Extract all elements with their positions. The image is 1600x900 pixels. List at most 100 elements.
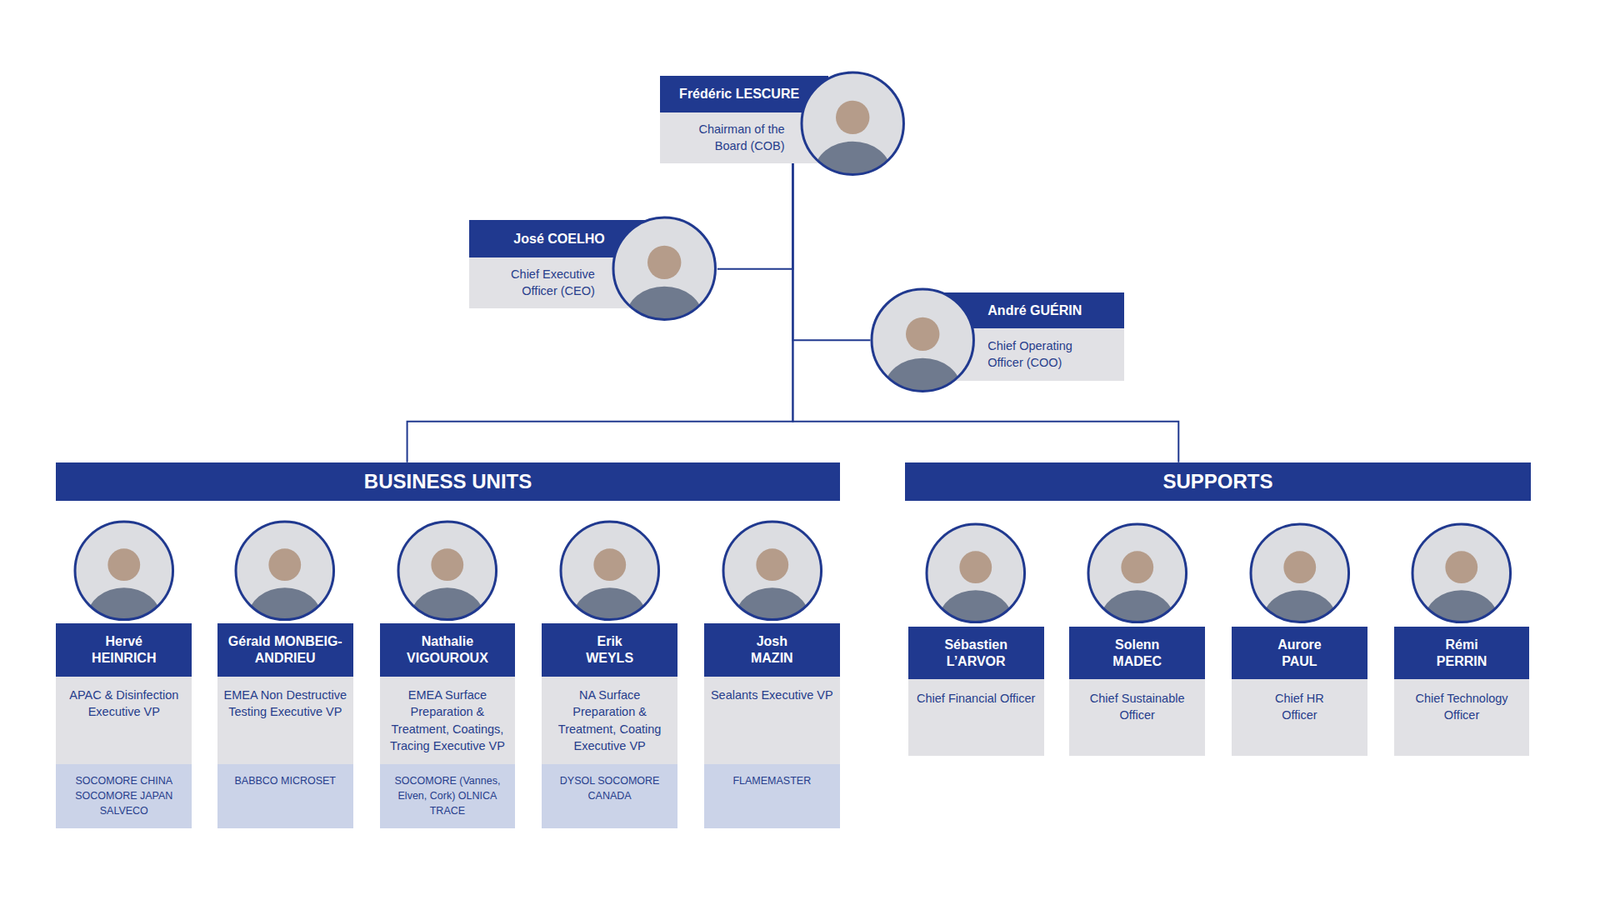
name-box: Sébastien L’ARVOR — [908, 626, 1045, 680]
portrait-ring — [1088, 524, 1187, 623]
section-title: SUPPORTS — [1162, 470, 1273, 495]
person-name: Frédéric LESCURE — [679, 85, 800, 103]
title-box: NA Surface Preparation & Treatment, Coat… — [541, 676, 678, 765]
person-name: Nathalie VIGOUROUX — [406, 633, 489, 667]
company-box: BABBCO MICROSET — [217, 764, 354, 829]
job-title: Chief Financial Officer — [916, 690, 1035, 707]
portrait — [233, 519, 337, 623]
head — [1120, 551, 1154, 585]
title-box: Chief Financial Officer — [908, 679, 1045, 756]
company-box: SOCOMORE (Vannes, Elven, Cork) OLNICA TR… — [380, 764, 516, 829]
job-title: EMEA Surface Preparation & Treatment, Co… — [385, 686, 510, 755]
company-list: SOCOMORE (Vannes, Elven, Cork) OLNICA TR… — [383, 773, 511, 819]
head — [905, 316, 940, 350]
portrait-ring — [1412, 524, 1511, 623]
shoulders — [735, 587, 809, 647]
head — [755, 548, 789, 581]
job-title: Chairman of the Board (COB) — [685, 120, 785, 155]
section-band: BUSINESS UNITS — [55, 462, 840, 502]
portrait-ring — [1250, 524, 1350, 623]
job-title: Sealants Executive VP — [710, 686, 834, 704]
person-card: Nathalie VIGOUROUX EMEA Surface Preparati… — [380, 521, 516, 830]
person-name: Gérald MONBEIG-ANDRIEU — [222, 633, 348, 667]
title-box: EMEA Surface Preparation & Treatment, Co… — [380, 676, 516, 765]
head — [1445, 551, 1479, 585]
name-box: Frédéric LESCURE — [660, 75, 829, 113]
job-title: EMEA Non Destructive Testing Executive V… — [223, 686, 347, 721]
person-card: Hervé HEINRICHAPAC & Disinfection Execut… — [55, 521, 192, 830]
portrait-ring — [235, 521, 335, 620]
band-box: SUPPORTS — [905, 462, 1531, 502]
person-card: Erik WEYLS NA Surface Preparation & Treat… — [541, 521, 678, 830]
section-band: SUPPORTS — [905, 462, 1531, 502]
name-box: Gérald MONBEIG-ANDRIEU — [217, 623, 354, 677]
person-name: Sébastien L’ARVOR — [944, 636, 1008, 670]
company-list: BABBCO MICROSET — [234, 773, 336, 789]
person-name: Hervé HEINRICH — [91, 633, 156, 667]
job-title: Chief Sustainable Officer — [1075, 690, 1200, 725]
shoulders — [1425, 590, 1499, 650]
portrait — [1248, 521, 1352, 625]
silhouette — [735, 548, 809, 647]
portrait-ring — [613, 217, 715, 320]
shoulders — [87, 587, 161, 647]
company-box: DYSOL SOCOMORE CANADA — [541, 764, 678, 829]
portrait-ring — [560, 521, 660, 620]
person-card: André GUÉRIN Chief Operating Officer (COO… — [870, 287, 1125, 393]
connector-line — [717, 163, 794, 270]
silhouette — [1425, 551, 1499, 650]
job-title: Chief Operating Officer (COO) — [987, 337, 1094, 372]
silhouette — [248, 548, 322, 647]
head — [593, 548, 626, 581]
person-name: Josh MAZIN — [750, 633, 794, 667]
person-card: José COELHOChief Executive Officer (CEO) — [469, 216, 718, 322]
head — [960, 551, 993, 585]
shoulders — [1262, 590, 1336, 650]
shoulders — [410, 587, 485, 647]
connector-line — [407, 163, 794, 463]
connector-line — [792, 163, 870, 340]
name-box: Aurore PAUL — [1231, 626, 1368, 680]
name-box: Erik WEYLS — [541, 623, 678, 677]
title-box: Chief Sustainable Officer — [1069, 679, 1205, 756]
job-title: Chief Technology Officer — [1400, 690, 1524, 725]
person-card: Josh MAZIN Sealants Executive VP FLAMEMAST… — [704, 521, 840, 830]
person-card: Aurore PAUL Chief HR Officer — [1231, 524, 1368, 756]
portrait — [72, 519, 176, 623]
shoulders — [884, 357, 961, 419]
person-card: Solenn MADECChief Sustainable Officer — [1069, 524, 1205, 756]
company-box: SOCOMORE CHINA SOCOMORE JAPAN SALVECO — [55, 764, 192, 829]
silhouette — [410, 548, 485, 647]
name-box: Rémi PERRIN — [1394, 626, 1530, 680]
title-box: Chief Technology Officer — [1394, 679, 1530, 756]
company-list: DYSOL SOCOMORE CANADA — [545, 773, 674, 804]
name-box: Hervé HEINRICH — [55, 623, 192, 677]
person-name: Erik WEYLS — [585, 633, 634, 667]
silhouette — [1100, 551, 1175, 650]
person-name: André GUÉRIN — [987, 302, 1082, 320]
person-name: José COELHO — [513, 230, 605, 248]
portrait — [720, 519, 825, 623]
company-list: FLAMEMASTER — [732, 773, 811, 789]
job-title: NA Surface Preparation & Treatment, Coat… — [548, 686, 672, 755]
job-title: Chief HR Officer — [1260, 690, 1340, 725]
portrait-ring — [75, 521, 174, 620]
title-box: EMEA Non Destructive Testing Executive V… — [217, 676, 354, 765]
portrait — [869, 286, 976, 394]
head — [431, 548, 465, 581]
silhouette — [1262, 551, 1336, 650]
portrait-ring — [398, 521, 497, 620]
company-list: SOCOMORE CHINA SOCOMORE JAPAN SALVECO — [60, 773, 188, 819]
person-card: Rémi PERRIN Chief Technology Officer — [1394, 524, 1530, 756]
portrait-ring — [871, 289, 974, 391]
portrait — [799, 70, 906, 177]
portrait — [924, 521, 1028, 625]
portrait — [395, 519, 500, 623]
connector-line — [792, 163, 1179, 463]
head — [647, 245, 681, 279]
silhouette — [625, 245, 703, 347]
shoulders — [248, 587, 322, 647]
portrait — [1085, 521, 1190, 625]
person-card: Gérald MONBEIG-ANDRIEU EMEA Non Destructi… — [217, 521, 354, 830]
